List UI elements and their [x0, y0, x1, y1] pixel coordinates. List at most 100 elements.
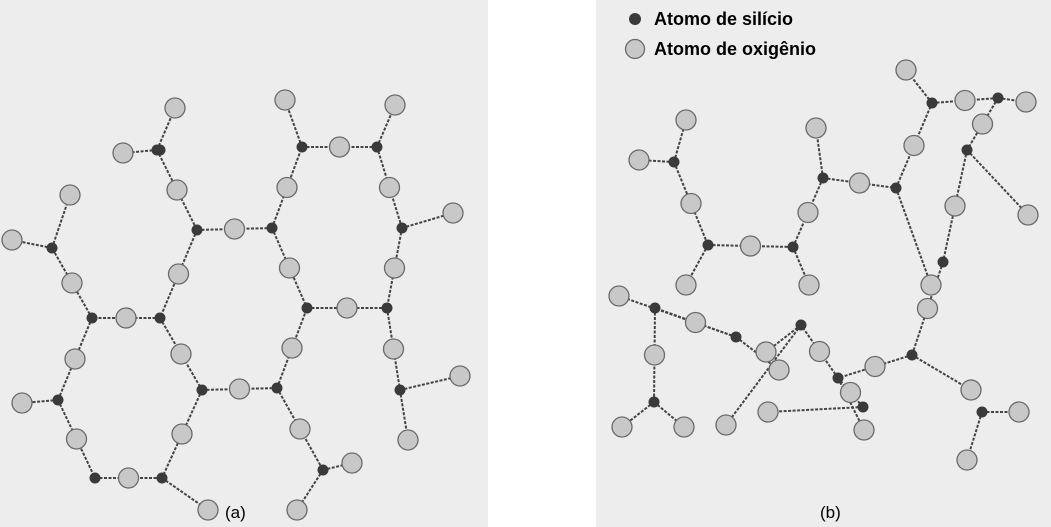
- oxygen-atom: [675, 274, 697, 296]
- oxygen-atom: [715, 414, 737, 436]
- silicon-atom: [46, 242, 58, 254]
- oxygen-atom: [449, 365, 471, 387]
- oxygen-atom: [684, 311, 707, 334]
- oxygen-atom: [673, 416, 695, 438]
- silicon-atom: [648, 396, 660, 408]
- oxygen-atom: [171, 423, 193, 445]
- oxygen-atom: [739, 235, 762, 257]
- oxygen-atom: [276, 176, 298, 199]
- oxygen-atom: [274, 89, 296, 111]
- legend-oxygen-label: Atomo de oxigênio: [654, 38, 816, 59]
- oxygen-atom: [960, 379, 982, 401]
- oxygen-atom: [167, 263, 190, 285]
- si-o-bond: [966, 97, 999, 151]
- oxygen-atom: [336, 297, 358, 319]
- si-o-bond: [21, 399, 59, 404]
- oxygen-atom: [895, 59, 917, 81]
- oxygen-atom: [166, 179, 188, 201]
- oxygen-atom-icon: [624, 38, 646, 60]
- oxygen-atom: [61, 272, 83, 294]
- silicon-atom: [702, 239, 714, 251]
- oxygen-atom: [920, 274, 942, 296]
- silicon-atom: [906, 349, 918, 361]
- oxygen-atom: [59, 184, 81, 206]
- si-o-bond: [895, 187, 932, 286]
- oxygen-atom: [197, 499, 219, 521]
- oxygen-atom: [954, 89, 976, 112]
- crystalline-network-diagram: [1, 89, 471, 521]
- silicon-atom: [266, 222, 278, 234]
- panel-b-label: (b): [820, 503, 841, 522]
- silicon-atom: [196, 384, 208, 396]
- panel-b-amorphous: Atomo de silício Atomo de oxigênio (b): [596, 0, 1051, 527]
- silicon-atom: [787, 241, 799, 253]
- oxygen-atom: [384, 94, 406, 116]
- si-o-bond: [905, 69, 933, 104]
- oxygen-atom: [383, 257, 406, 279]
- silicon-atom: [961, 144, 973, 156]
- silicon-atom: [296, 141, 308, 153]
- oxygen-atom: [64, 348, 86, 370]
- oxygen-atom: [378, 176, 401, 199]
- legend-item-oxygen: Atomo de oxigênio: [624, 34, 816, 64]
- oxygen-atom: [170, 343, 192, 365]
- oxygen-atom: [115, 307, 137, 329]
- oxygen-atom: [397, 429, 419, 451]
- silicon-atom: [730, 331, 742, 343]
- si-o-bond: [767, 406, 864, 413]
- silicon-atom: [668, 156, 680, 168]
- oxygen-atom: [848, 172, 871, 194]
- silicon-atom: [89, 472, 101, 484]
- silicon-atom: [937, 256, 949, 268]
- oxygen-atom: [1008, 401, 1030, 423]
- amorphous-network-diagram: [608, 59, 1039, 471]
- silicon-atom: [301, 302, 313, 314]
- oxygen-atom: [755, 341, 777, 363]
- si-o-bond: [161, 389, 203, 479]
- silicon-atom: [890, 182, 902, 194]
- si-o-bond: [942, 149, 968, 263]
- panel-a-crystalline: (a): [0, 0, 488, 527]
- oxygen-atom: [328, 136, 351, 158]
- oxygen-atom: [608, 285, 630, 307]
- silicon-atom: [817, 172, 829, 184]
- si-o-bond: [57, 317, 93, 401]
- oxygen-atom: [11, 392, 33, 414]
- silicon-atom: [191, 224, 203, 236]
- oxygen-atom: [971, 113, 994, 135]
- oxygen-atom: [944, 195, 966, 217]
- oxygen-atom: [611, 416, 633, 438]
- silicon-atom: [832, 372, 844, 384]
- si-o-bond: [296, 469, 324, 511]
- oxygen-atom: [805, 117, 827, 139]
- oxygen-atom: [797, 201, 819, 224]
- silicon-atom: [154, 312, 166, 324]
- oxygen-atom: [1, 229, 23, 251]
- oxygen-atom: [117, 467, 140, 489]
- silicon-atom: [271, 382, 283, 394]
- oxygen-atom: [112, 142, 134, 164]
- legend-silicon-label: Atomo de silício: [654, 8, 794, 29]
- oxygen-atom: [164, 97, 186, 119]
- si-o-bond: [911, 354, 972, 391]
- oxygen-atom: [286, 499, 308, 521]
- oxygen-atom: [628, 149, 650, 171]
- silicon-atom: [394, 384, 406, 396]
- oxygen-atom: [757, 401, 779, 423]
- silicon-atom: [317, 464, 329, 476]
- silicon-atom: [52, 394, 64, 406]
- legend: Atomo de silício Atomo de oxigênio: [624, 4, 816, 64]
- oxygen-atom: [768, 359, 790, 381]
- legend-item-silicon: Atomo de silício: [624, 4, 816, 34]
- oxygen-atom: [278, 257, 301, 279]
- oxygen-atom: [1017, 204, 1039, 226]
- oxygen-atom: [864, 355, 886, 378]
- oxygen-atom: [808, 340, 831, 363]
- silicon-atom: [156, 472, 168, 484]
- oxygen-atom: [853, 419, 875, 441]
- oxygen-atom: [281, 337, 303, 359]
- silicon-atom: [795, 319, 807, 331]
- oxygen-atom: [916, 297, 939, 320]
- si-o-bond: [966, 149, 1029, 216]
